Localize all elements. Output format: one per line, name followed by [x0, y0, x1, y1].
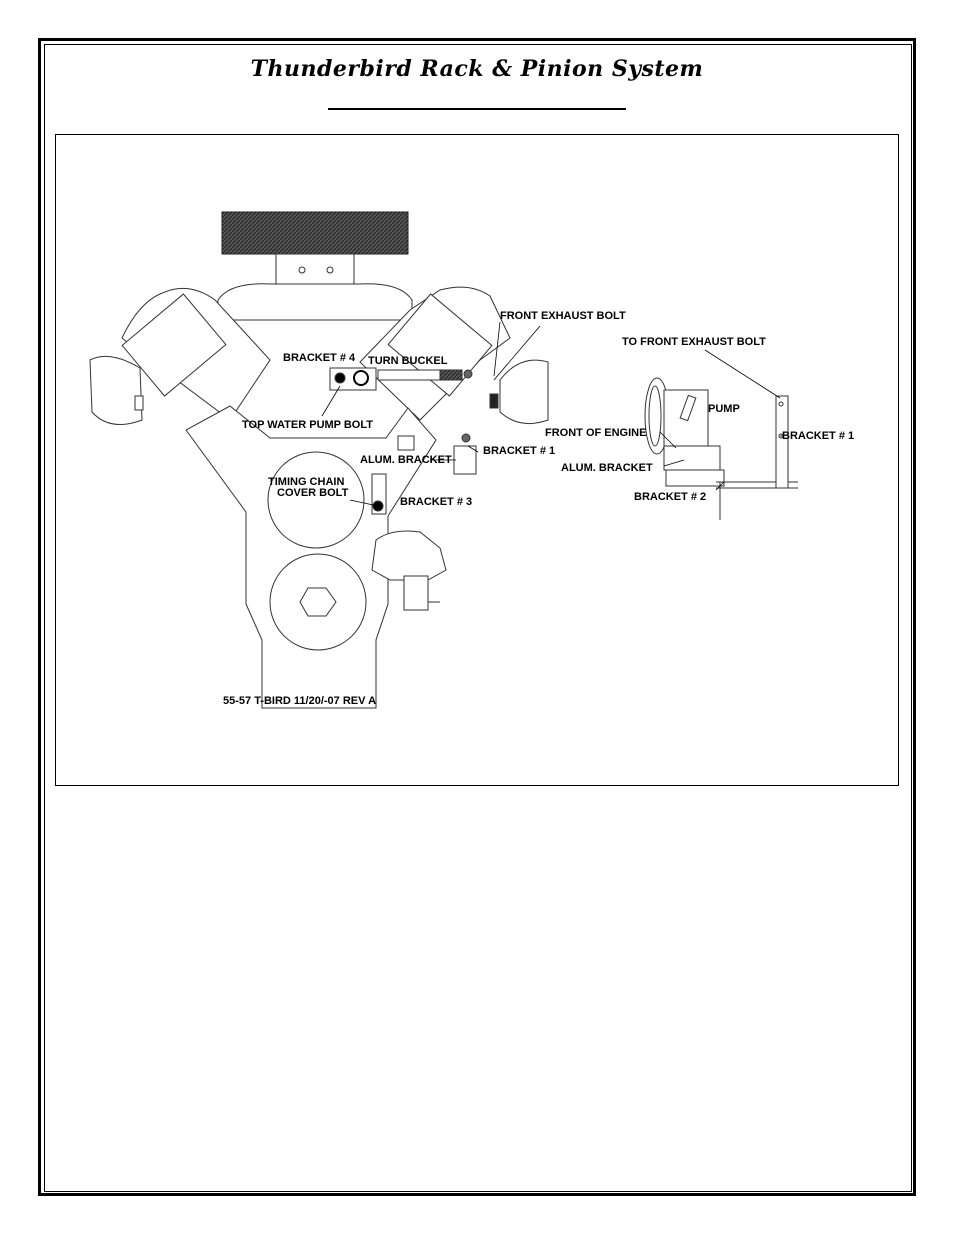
- leader-lines: [321, 321, 784, 507]
- label-to-front-exhaust-bolt: TO FRONT EXHAUST BOLT: [622, 336, 766, 348]
- diagram-labels: FRONT EXHAUST BOLT TO FRONT EXHAUST BOLT…: [223, 310, 854, 707]
- label-front-exhaust-bolt: FRONT EXHAUST BOLT: [500, 310, 626, 322]
- engine-drawing: [89, 211, 549, 709]
- label-bracket-1-left: BRACKET # 1: [483, 445, 555, 457]
- label-front-of-engine: FRONT OF ENGINE: [545, 427, 646, 439]
- carburetor-base: [275, 253, 355, 285]
- label-alum-bracket-left: ALUM. BRACKET: [360, 454, 452, 466]
- label-alum-bracket-right: ALUM. BRACKET: [561, 462, 653, 474]
- page-border-inner: [44, 44, 912, 1192]
- document-title: Thunderbird Rack & Pinion System: [250, 56, 704, 82]
- label-bracket-4: BRACKET # 4: [283, 352, 356, 364]
- label-timing-chain-line1: TIMING CHAIN: [268, 476, 344, 488]
- label-turn-buckel: TURN BUCKEL: [368, 355, 448, 367]
- label-bracket-3: BRACKET # 3: [400, 496, 472, 508]
- label-pump: PUMP: [708, 403, 740, 415]
- title-underline: [328, 108, 626, 110]
- label-timing-chain-line2: COVER BOLT: [277, 487, 349, 499]
- label-top-water-pump-bolt: TOP WATER PUMP BOLT: [242, 419, 373, 431]
- label-bracket-2: BRACKET # 2: [634, 491, 706, 503]
- diagram-frame: [55, 134, 899, 786]
- page-border-outer: [38, 38, 916, 1196]
- label-bracket-1-right: BRACKET # 1: [782, 430, 854, 442]
- label-revision: 55-57 T-BIRD 11/20/-07 REV A: [223, 695, 376, 707]
- air-cleaner: [221, 211, 409, 255]
